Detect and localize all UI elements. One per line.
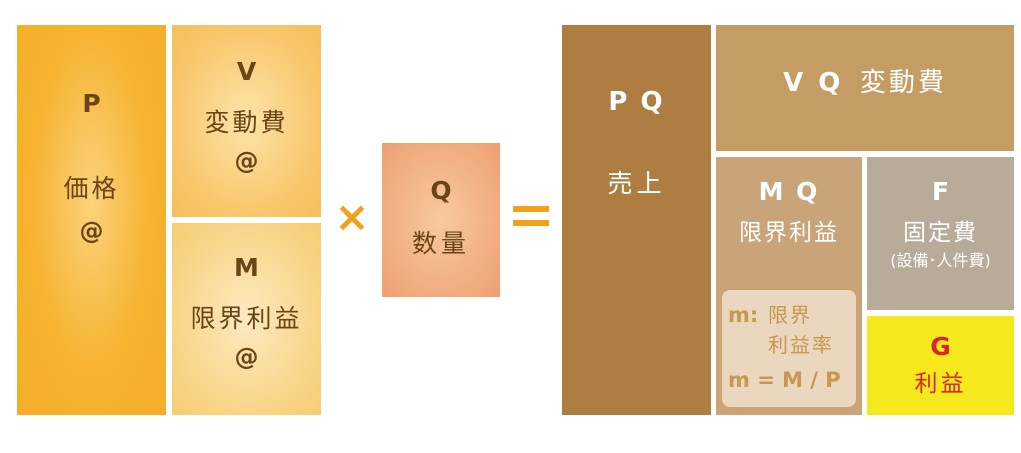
sales-symbol: P Q	[608, 87, 665, 117]
profit-label: 利益	[914, 371, 967, 397]
variable-cost-unit: @	[234, 147, 259, 175]
ratio-formula: m = M / P	[728, 368, 841, 392]
ratio-line2: 利益率	[768, 333, 834, 357]
variable-cost-label: 変動費	[204, 108, 289, 137]
multiply-sign: ×	[334, 192, 370, 241]
ratio-line1: 限界	[768, 303, 812, 327]
marginal-profit-label: 限界利益	[190, 304, 303, 333]
marginal-profit-ratio-panel: m: 限界 利益率 m = M / P	[722, 290, 856, 407]
quantity-label: 数量	[411, 229, 470, 258]
marginal-profit-symbol: M	[234, 253, 259, 282]
variable-cost-total-label: 変動費	[859, 68, 947, 98]
variable-cost-total-heading: V Q 変動費	[783, 70, 947, 96]
quantity-symbol: Q	[430, 176, 452, 205]
price-box: P 価格 @	[17, 25, 166, 415]
price-label: 価格	[63, 174, 120, 203]
ratio-prefix: m:	[728, 303, 759, 327]
variable-cost-total-symbol: V Q	[783, 68, 844, 98]
equals-bar-top	[513, 206, 549, 212]
variable-cost-symbol: V	[236, 57, 257, 86]
profit-box: G 利益	[867, 316, 1014, 415]
variable-cost-total-box: V Q 変動費	[716, 25, 1014, 151]
profit-symbol: G	[930, 332, 951, 361]
price-symbol: P	[82, 89, 101, 118]
fixed-cost-note: (設備･人件費)	[890, 251, 991, 270]
marginal-profit-total-symbol: M Q	[758, 177, 820, 206]
price-unit: @	[79, 217, 104, 245]
marginal-profit-unit: @	[234, 343, 259, 371]
sales-label: 売上	[607, 169, 666, 198]
marginal-profit-total-label: 限界利益	[739, 220, 839, 246]
equals-bar-bottom	[513, 220, 549, 226]
fixed-cost-box: F 固定費 (設備･人件費)	[867, 157, 1014, 310]
quantity-box: Q 数量	[382, 143, 500, 297]
fixed-cost-label: 固定費	[903, 220, 978, 246]
sales-box: P Q 売上	[562, 25, 711, 415]
marginal-profit-box: M 限界利益 @	[172, 223, 321, 415]
fixed-cost-symbol: F	[931, 177, 950, 206]
variable-cost-box: V 変動費 @	[172, 25, 321, 217]
equals-sign	[513, 204, 549, 228]
